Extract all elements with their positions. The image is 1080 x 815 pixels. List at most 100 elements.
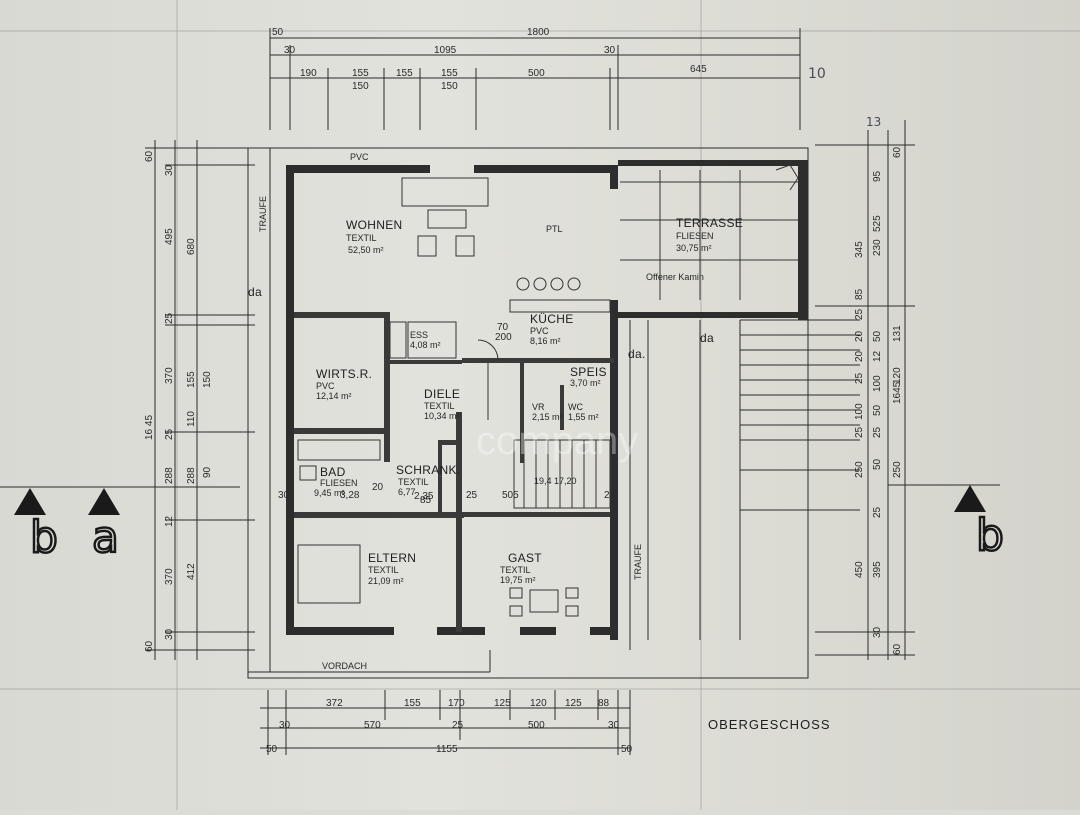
dim-left-60b: 60 [144,640,155,652]
door-70-label: 70 [497,322,509,333]
dim-right-85: 85 [854,288,865,300]
room-speis-area: 3,70 m² [570,378,601,388]
dim-right-25d: 25 [872,426,883,438]
dim-bottom-30a: 30 [279,720,291,731]
dim-left-1645: 16 45 [144,415,155,440]
room-wohnen-name: WOHNEN [346,218,402,232]
dim-bottom-50a: 50 [266,744,278,755]
dim-left-150: 150 [202,371,213,388]
room-gast-name: GAST [508,551,542,565]
fold-line-horizontal-1 [0,30,1080,32]
dim-right-25c: 25 [854,426,865,438]
da-label-1: da [248,285,262,299]
floor-title: OBERGESCHOSS [708,717,831,732]
room-bad-floor: FLIESEN [320,478,358,488]
dim-bottom-120: 120 [530,698,547,709]
room-terrasse-area: 30,75 m² [676,243,712,253]
fold-line-vertical-1 [176,0,178,810]
dim-left-370b: 370 [164,568,175,585]
dim-bottom-125a: 125 [494,698,511,709]
kamin-label: Offener Kamin [646,272,704,282]
traufe-left-label: TRAUFE [258,196,268,232]
dim-right-525: 525 [872,215,883,232]
dim-right-230: 230 [872,239,883,256]
dim-left-12: 12 [164,515,175,527]
dim-right-12: 12 [872,350,883,362]
door-30-label: 30 [278,490,290,501]
room-ess-area: 4,08 m² [410,340,441,350]
fold-line-horizontal-2 [0,688,1080,690]
room-bad-area: 9,45 m² [314,488,345,498]
door-328-label: 3,28 [340,490,360,501]
dim-right-250a: 250 [854,461,865,478]
dim-top-150b: 150 [441,81,458,92]
dim-right-60b: 60 [892,643,903,655]
dim-bottom-155: 155 [404,698,421,709]
dim-right-120: 120 [892,367,903,384]
stairs-label: 19,4 17,20 [534,476,577,486]
da-label-2: da. [628,347,646,361]
dim-right-25e: 25 [872,506,883,518]
dim-bottom-170: 170 [448,698,465,709]
section-b-left-letter: b [30,512,58,563]
dim-left-30a: 30 [164,164,175,176]
dim-right-60a: 60 [892,146,903,158]
room-eltern-area: 21,09 m² [368,576,404,586]
room-ess-name: ESS [410,330,428,340]
room-terrasse-name: TERRASSE [676,216,743,230]
room-diele-floor: TEXTIL [424,401,455,411]
room-wohnen-area: 52,50 m² [348,245,384,255]
room-wirtsr-floor: PVC [316,381,335,391]
room-gast-area: 19,75 m² [500,575,536,585]
roof-outline [247,147,809,679]
dim-bottom-372: 372 [326,698,343,709]
dim-right-100a: 100 [872,375,883,392]
dim-right-1645: 1645 [892,381,903,404]
fold-line-vertical-2 [700,0,702,810]
dim-right-95: 95 [872,170,883,182]
dim-top-190: 190 [300,68,317,79]
dim-left-680: 680 [186,238,197,255]
section-arrows [14,485,986,515]
room-vr-area: 2,15 m² [532,412,563,422]
dim-left-30b: 30 [164,628,175,640]
room-schrank-area: 6,77 [398,487,416,497]
dim-left-495: 495 [164,228,175,245]
dim-right-50a: 50 [872,330,883,342]
dim-bottom-30b: 30 [608,720,620,731]
room-diele-area: 10,34 m² [424,411,460,421]
dim-left-412: 412 [186,563,197,580]
dim-right-50c: 50 [872,458,883,470]
room-speis-name: SPEIS [570,365,607,379]
dim-bottom-88: 88 [598,698,610,709]
room-wirtsr-area: 12,14 m² [316,391,352,401]
dim-top-500: 500 [528,68,545,79]
door-25a-label: 25 [466,490,478,501]
dim-right-395: 395 [872,561,883,578]
dim-bottom-125b: 125 [565,698,582,709]
dim-left-25a: 25 [164,312,175,324]
dim-bottom-500: 500 [528,720,545,731]
dim-top-30a: 30 [284,45,296,56]
door-25b-label: 25 [604,490,616,501]
dim-right-100b: 100 [854,403,865,420]
dim-left-370a: 370 [164,367,175,384]
dim-bottom-25: 25 [452,720,464,731]
watermark: company [476,419,638,463]
dim-left-155: 155 [186,371,197,388]
room-schrank-floor: TEXTIL [398,477,429,487]
dim-bottom-50b: 50 [621,744,633,755]
traufe-right-label: TRAUFE [633,544,643,580]
dim-top-1095: 1095 [434,45,457,56]
dim-top-645: 645 [690,64,707,75]
dim-right-30: 30 [872,626,883,638]
dim-right-450: 450 [854,561,865,578]
door-200-label: 200 [495,332,512,343]
dim-right-131: 131 [892,325,903,342]
room-wc-name: WC [568,402,583,412]
room-terrasse-floor: FLIESEN [676,231,714,241]
dim-right-25a: 25 [854,308,865,320]
